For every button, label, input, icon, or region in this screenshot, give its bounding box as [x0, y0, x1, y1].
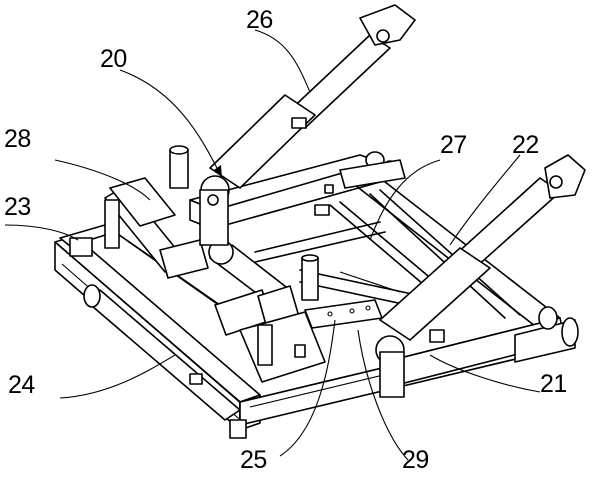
center-roller — [208, 239, 291, 303]
mounting-plate — [304, 299, 383, 329]
leader-lines — [4, 29, 541, 461]
leader-21 — [429, 354, 541, 393]
ref-numeral-25: 25 — [240, 446, 267, 474]
left-hydraulic-cylinder — [169, 4, 416, 246]
ref-numeral-21: 21 — [540, 370, 567, 398]
fastener-details — [189, 184, 445, 439]
ref-numeral-27: 27 — [440, 131, 467, 159]
ref-numeral-24: 24 — [8, 371, 35, 399]
leader-20 — [119, 69, 219, 171]
ref-numeral-23: 23 — [4, 193, 31, 221]
tilted-roller-bracket — [104, 177, 209, 279]
leader-28 — [54, 159, 151, 201]
leader-25 — [279, 319, 336, 457]
leader-20-arrow — [214, 165, 222, 178]
ref-numeral-22: 22 — [512, 131, 539, 159]
leader-22 — [449, 154, 521, 246]
ref-numeral-20: 20 — [100, 45, 127, 73]
ref-numeral-28: 28 — [4, 125, 31, 153]
rear-frame — [189, 151, 406, 231]
ref-numeral-29: 29 — [402, 446, 429, 474]
leader-24 — [59, 354, 176, 399]
leader-26 — [254, 29, 311, 93]
leader-27 — [369, 159, 441, 241]
front-roller-bracket — [214, 285, 326, 383]
leader-23 — [4, 224, 79, 241]
leader-29 — [357, 329, 409, 461]
center-upright-post — [301, 254, 319, 301]
inner-rails — [254, 189, 521, 319]
right-hydraulic-cylinder — [375, 154, 586, 398]
ref-numeral-26: 26 — [246, 6, 273, 34]
